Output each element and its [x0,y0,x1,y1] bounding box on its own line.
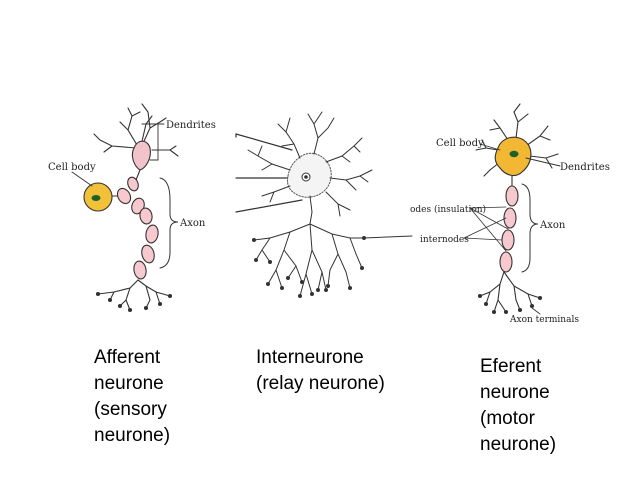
afferent-axon-label: Axon [179,218,206,229]
afferent-caption-line: (sensory [94,399,167,420]
afferent-cell-body-label: Cell body [48,162,96,173]
efferent-nodes-label: odes (insulation) [410,204,486,215]
myelin-segment [505,185,519,207]
efferent-dendrites-label: Dendrites [560,162,610,173]
efferent-cell-body-label: Cell body [436,138,484,149]
myelin-segment [501,229,515,251]
afferent-nucleus [91,195,101,201]
efferent-neurone [463,103,561,315]
interneurone [235,111,413,298]
myelin-segment [139,207,153,225]
myelin-segment [116,187,132,205]
efferent-caption: Eferent neurone (motor neurone) [480,354,556,458]
myelin-segment [499,251,513,273]
myelin-segment [503,207,517,229]
afferent-caption-line: neurone [94,373,164,394]
myelin-segment [133,260,147,280]
efferent-caption-line: neurone) [480,434,557,455]
myelin-segment [145,224,159,244]
afferent-caption: Afferent neurone (sensory neurone) [94,345,170,449]
interneurone-caption: Interneurone (relay neurone) [256,345,385,397]
afferent-dendrites-label: Dendrites [166,120,216,131]
interneurone-caption-line: (relay neurone) [256,373,385,394]
efferent-axon-terminals-label: Axon terminals [509,315,579,325]
interneurone-caption-line: Interneurone [256,347,364,368]
efferent-internodes-label: internodes [420,235,469,245]
afferent-caption-line: Afferent [94,347,161,368]
myelin-segment [141,244,155,264]
afferent-neurone [71,103,179,313]
myelin-segment [127,176,139,192]
afferent-dendrite-body [131,140,151,171]
efferent-caption-line: neurone [480,382,550,403]
afferent-caption-line: neurone) [94,425,171,446]
efferent-caption-line: (motor [480,408,535,429]
efferent-nucleus [509,150,519,158]
efferent-caption-line: Eferent [480,356,542,377]
efferent-axon-label: Axon [539,220,566,231]
